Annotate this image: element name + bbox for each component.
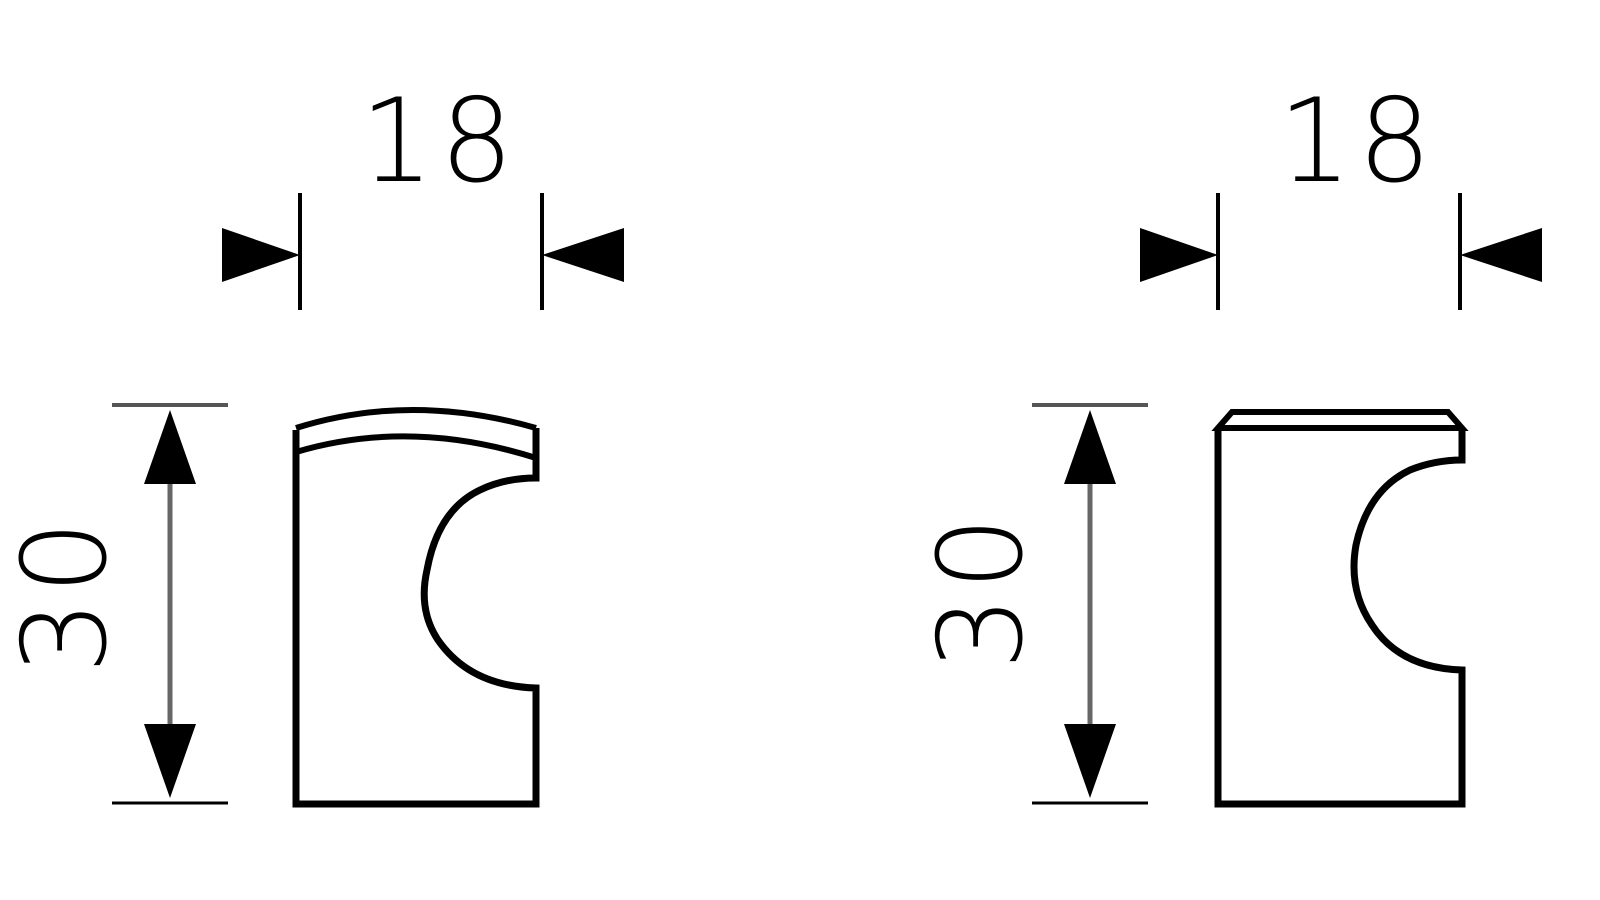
arrow-down-icon: [1064, 724, 1116, 798]
knob-top-curve-outer: [295, 407, 537, 431]
arrow-right-icon: [1140, 228, 1218, 282]
height-dimension-label-right: 30: [914, 510, 1049, 670]
drawing-left: [112, 193, 624, 808]
arrow-up-icon: [144, 410, 196, 484]
height-dimension-label-left: 30: [0, 514, 133, 674]
knob-outline: [1214, 428, 1466, 808]
drawing-right: [1032, 193, 1542, 808]
knob-top-curve-inner: [295, 433, 537, 461]
arrow-left-icon: [1460, 228, 1542, 282]
knob-outline: [292, 428, 540, 808]
width-dimension-label-left: 18: [360, 74, 520, 209]
arrow-left-icon: [542, 228, 624, 282]
knob-top-chamfer: [1211, 409, 1469, 431]
arrow-right-icon: [222, 228, 300, 282]
arrow-down-icon: [144, 724, 196, 798]
arrow-up-icon: [1064, 410, 1116, 484]
width-dimension-label-right: 18: [1278, 74, 1438, 209]
